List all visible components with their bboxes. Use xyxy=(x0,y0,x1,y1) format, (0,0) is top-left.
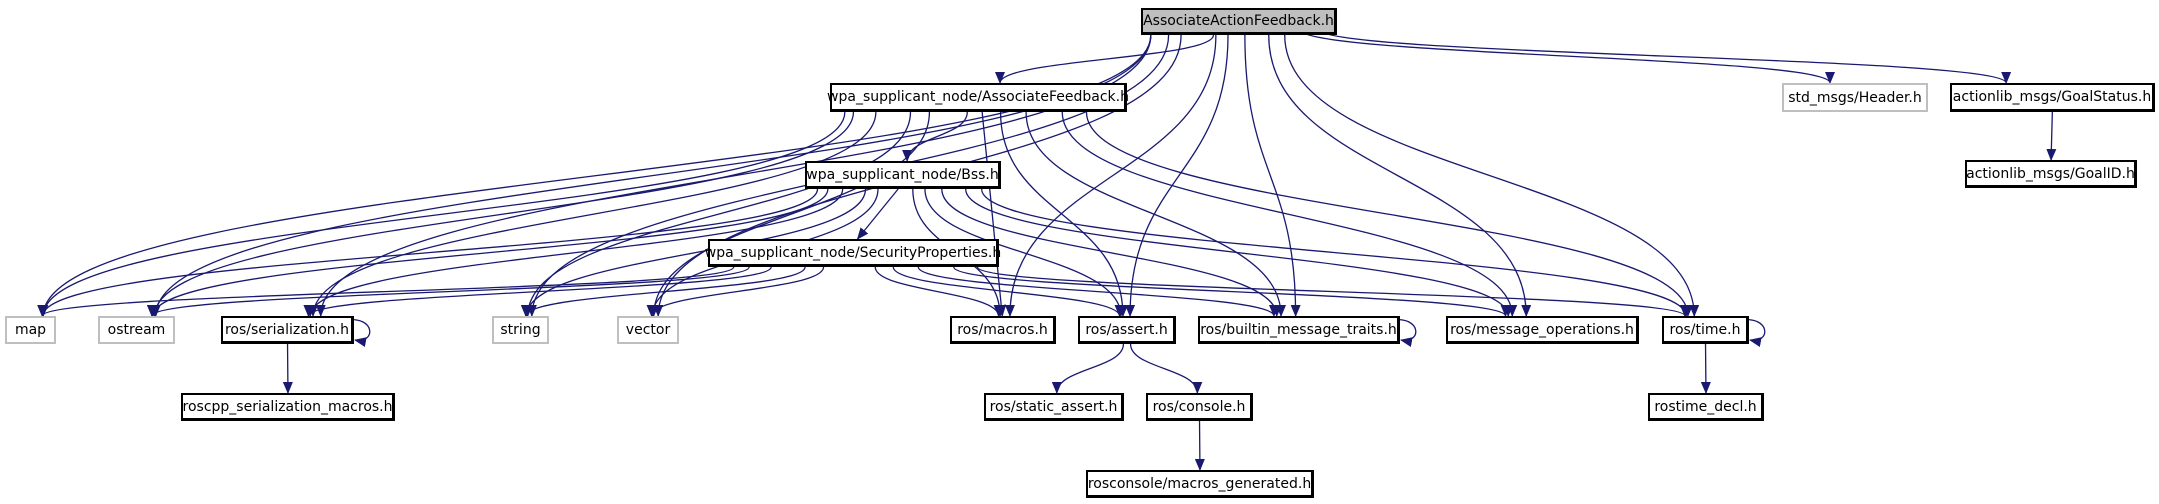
node-goalid[interactable]: actionlib_msgs/GoalID.h xyxy=(1965,160,2137,188)
edge-root-to-assocfb xyxy=(995,34,1215,84)
node-ostream: ostream xyxy=(98,316,175,344)
node-header: std_msgs/Header.h xyxy=(1782,83,1928,112)
edge-assocfb-to-bss xyxy=(902,111,968,162)
node-assocfb[interactable]: wpa_supplicant_node/AssociateFeedback.h xyxy=(827,83,1129,112)
edge-assocfb-to-time xyxy=(1085,111,1693,317)
node-vector: vector xyxy=(617,316,679,344)
node-staticassert[interactable]: ros/static_assert.h xyxy=(984,393,1124,421)
edge-bss-to-secprops xyxy=(856,188,899,240)
node-root[interactable]: AssociateActionFeedback.h xyxy=(1141,8,1337,35)
node-string: string xyxy=(492,316,549,344)
node-builtin[interactable]: ros/builtin_message_traits.h xyxy=(1198,316,1400,344)
edge-goalstatus-to-goalid xyxy=(2046,111,2057,161)
edge-assocfb-to-map xyxy=(38,111,846,317)
edge-root-to-time xyxy=(1284,34,1700,317)
node-rosserialmacros[interactable]: roscpp_serialization_macros.h xyxy=(181,393,395,421)
edge-secprops-to-macros xyxy=(874,266,1004,317)
edge-root-to-serialization xyxy=(315,34,1152,317)
edge-bss-to-string xyxy=(521,188,867,317)
edge-assocfb-to-builtin xyxy=(1025,111,1286,317)
edge-assocfb-to-vector xyxy=(648,111,931,317)
node-time[interactable]: ros/time.h xyxy=(1662,316,1749,344)
edge-assocfb-to-macros xyxy=(981,111,1007,317)
edge-root-to-builtin xyxy=(1244,34,1301,317)
edge-secprops-to-time xyxy=(976,266,1690,317)
edge-assert-to-console xyxy=(1129,343,1203,394)
node-console[interactable]: ros/console.h xyxy=(1146,393,1253,421)
edge-bss-to-ostream xyxy=(148,188,829,317)
node-msgops[interactable]: ros/message_operations.h xyxy=(1446,316,1639,344)
edge-assocfb-to-serialization xyxy=(308,111,877,317)
edge-bss-to-time xyxy=(980,188,1691,317)
node-map: map xyxy=(5,316,56,344)
node-macros[interactable]: ros/macros.h xyxy=(950,316,1056,344)
edge-assocfb-to-assert xyxy=(999,111,1128,317)
edge-bss-to-assert xyxy=(924,188,1126,317)
edges-layer xyxy=(37,28,2057,471)
edge-secprops-to-string xyxy=(520,266,806,317)
edge-assert-to-staticassert xyxy=(1051,343,1125,394)
edge-assocfb-to-string xyxy=(522,111,912,317)
node-macrosgen[interactable]: rosconsole/macros_generated.h xyxy=(1086,470,1314,498)
edge-secprops-to-ostream xyxy=(147,266,750,317)
edge-secprops-to-msgops xyxy=(953,266,1511,317)
edge-root-to-msgops xyxy=(1268,34,1532,317)
edge-root-to-macros xyxy=(1004,34,1217,317)
edge-bss-to-msgops xyxy=(965,188,1514,317)
edge-secprops-to-builtin xyxy=(917,266,1279,317)
edge-root-to-assert xyxy=(1125,34,1229,317)
node-serialization[interactable]: ros/serialization.h xyxy=(221,316,354,344)
edge-root-to-header xyxy=(1298,28,1835,84)
node-goalstatus[interactable]: actionlib_msgs/GoalStatus.h xyxy=(1950,83,2155,112)
edge-root-to-goalstatus xyxy=(1318,28,2011,84)
edge-assocfb-to-msgops xyxy=(1061,111,1518,317)
edge-secprops-to-map xyxy=(37,266,735,317)
node-bss[interactable]: wpa_supplicant_node/Bss.h xyxy=(805,161,1001,189)
edge-bss-to-map xyxy=(37,188,819,317)
edge-assocfb-to-ostream xyxy=(149,111,855,317)
node-rostimedecl[interactable]: rostime_decl.h xyxy=(1648,393,1764,421)
node-assert[interactable]: ros/assert.h xyxy=(1078,316,1176,344)
edge-secprops-to-serialization xyxy=(303,266,772,317)
edge-secprops-to-vector xyxy=(646,266,825,317)
node-secprops[interactable]: wpa_supplicant_node/SecurityProperties.h xyxy=(705,239,1001,267)
edge-secprops-to-assert xyxy=(892,266,1125,317)
